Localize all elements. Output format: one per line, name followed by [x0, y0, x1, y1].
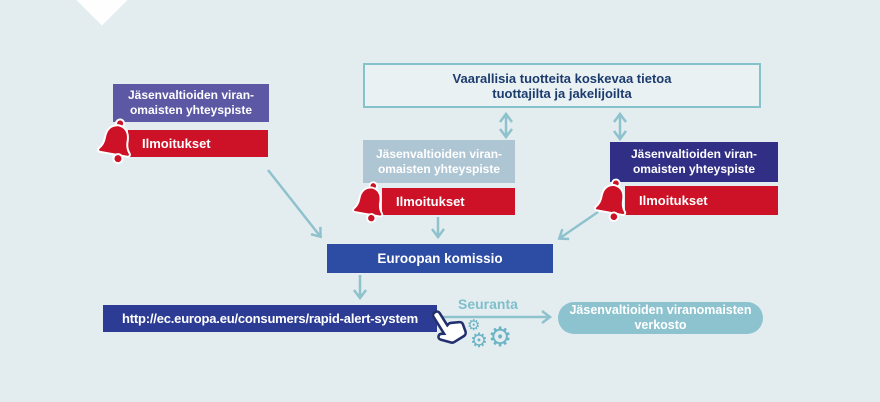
monitoring-label: Seuranta: [458, 296, 518, 312]
hand-pointer-icon: [431, 310, 468, 344]
arrow-right-to-commission: [557, 210, 599, 241]
info-source-box: Vaarallisia tuotteita koskevaa tietoa tu…: [363, 63, 761, 108]
info-source-line1: Vaarallisia tuotteita koskevaa tietoa: [452, 70, 672, 86]
contact-point-left-line1: Jäsenvaltioiden viran-: [127, 88, 255, 102]
network-line1: Jäsenvaltioiden viranomaisten: [569, 303, 752, 317]
gear-icon: ⚙: [470, 330, 488, 352]
notifications-label-right: Ilmoitukset: [639, 193, 708, 208]
gear-icon: ⚙: [467, 317, 481, 334]
bell-icon: [589, 174, 634, 226]
notifications-label-left: Ilmoitukset: [142, 136, 211, 151]
network-line2: verkosto: [634, 318, 687, 332]
contact-point-middle-line2: omaisten yhteyspiste: [377, 161, 501, 176]
contact-point-right: Jäsenvaltioiden viran- omaisten yhteyspi…: [610, 142, 778, 182]
notifications-badge-middle: Ilmoitukset: [382, 188, 515, 215]
contact-point-right-line2: omaisten yhteyspiste: [632, 162, 756, 176]
contact-point-middle: Jäsenvaltioiden viran- omaisten yhteyspi…: [363, 140, 515, 183]
bell-icon: [92, 114, 140, 168]
commission-box: Euroopan komissio: [327, 244, 553, 273]
commission-label: Euroopan komissio: [377, 251, 503, 266]
arrow-left-to-commission: [267, 169, 322, 239]
gear-icon: ⚙: [488, 322, 513, 352]
url-box[interactable]: http://ec.europa.eu/consumers/rapid-aler…: [103, 305, 437, 332]
info-source-line2: tuottajilta ja jakelijoilta: [492, 85, 632, 101]
contact-point-left-line2: omaisten yhteyspiste: [129, 103, 253, 117]
network-pill: Jäsenvaltioiden viranomaisten verkosto: [558, 302, 763, 334]
contact-point-left: Jäsenvaltioiden viran- omaisten yhteyspi…: [113, 84, 269, 122]
notifications-badge-right: Ilmoitukset: [625, 186, 778, 215]
contact-point-right-line1: Jäsenvaltioiden viran-: [630, 147, 758, 161]
notifications-label-middle: Ilmoitukset: [396, 194, 465, 209]
bell-icon: [347, 177, 391, 227]
contact-point-middle-line1: Jäsenvaltioiden viran-: [375, 146, 503, 161]
url-label: http://ec.europa.eu/consumers/rapid-aler…: [122, 311, 418, 326]
notifications-badge-left: Ilmoitukset: [128, 130, 268, 157]
